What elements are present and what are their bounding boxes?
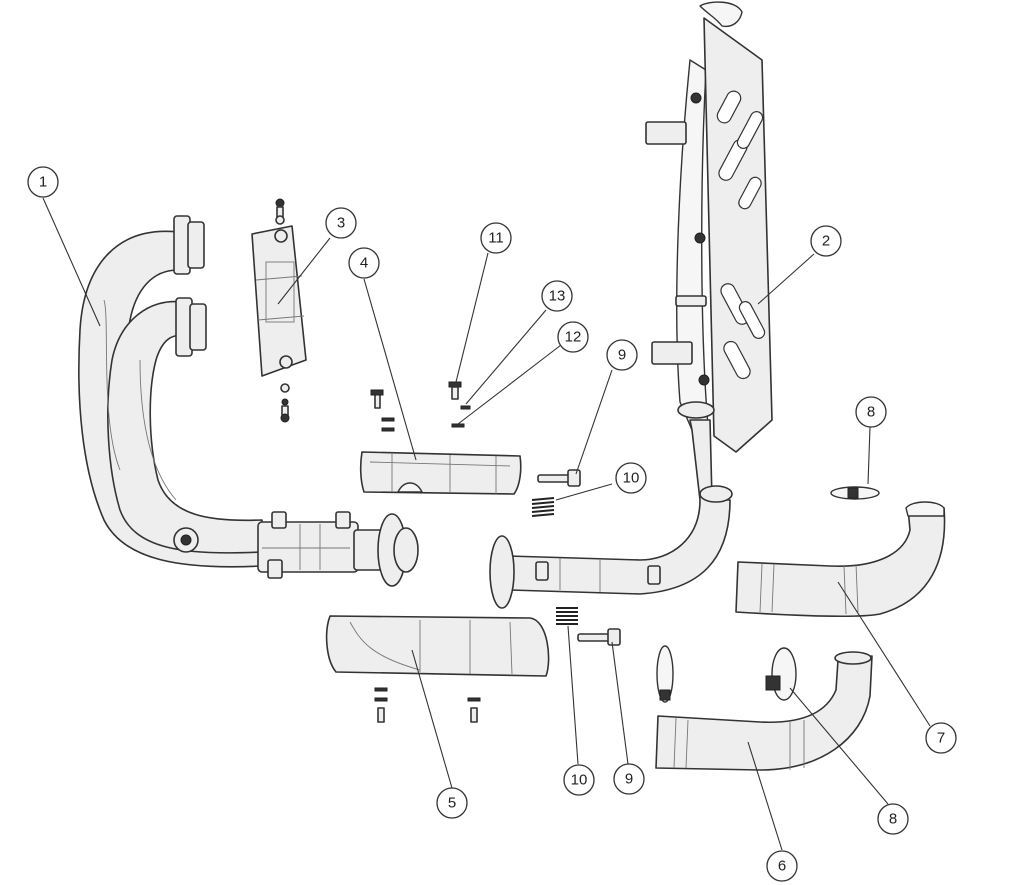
callout-4: 4 bbox=[348, 247, 380, 279]
part-clamp-right bbox=[765, 647, 797, 701]
svg-text:1: 1 bbox=[39, 174, 47, 191]
svg-text:9: 9 bbox=[618, 347, 626, 364]
svg-text:8: 8 bbox=[889, 811, 897, 828]
callout-3: 3 bbox=[325, 207, 357, 239]
svg-text:4: 4 bbox=[360, 255, 368, 272]
part-header-pipes bbox=[78, 215, 419, 587]
svg-text:9: 9 bbox=[625, 771, 633, 788]
callout-2: 2 bbox=[810, 225, 842, 257]
part-small-hardware bbox=[448, 381, 471, 428]
part-large-heat-shield bbox=[325, 615, 550, 723]
svg-text:3: 3 bbox=[337, 215, 345, 232]
callout-8-upper: 8 bbox=[855, 396, 887, 428]
part-small-heat-shield bbox=[359, 389, 522, 495]
svg-text:12: 12 bbox=[565, 329, 582, 346]
callout-9-lower: 9 bbox=[613, 763, 645, 795]
callout-6: 6 bbox=[766, 850, 798, 882]
part-link-pipe bbox=[489, 419, 733, 609]
part-bolt-upper bbox=[537, 469, 581, 487]
callout-9-upper: 9 bbox=[606, 339, 638, 371]
part-muffler bbox=[645, 1, 773, 453]
part-bolt-lower bbox=[577, 628, 621, 646]
leader-lines bbox=[42, 197, 931, 851]
callout-10-upper: 10 bbox=[615, 462, 647, 494]
callout-11: 11 bbox=[480, 222, 512, 254]
svg-text:2: 2 bbox=[822, 233, 830, 250]
callout-1: 1 bbox=[27, 166, 59, 198]
svg-text:8: 8 bbox=[867, 404, 875, 421]
part-lower-bent-pipe bbox=[655, 651, 873, 771]
callout-10-lower: 10 bbox=[563, 764, 595, 796]
part-clamp-left bbox=[656, 645, 674, 703]
part-header-heat-shield bbox=[251, 198, 307, 423]
callout-7: 7 bbox=[925, 722, 957, 754]
callout-12: 12 bbox=[557, 321, 589, 353]
part-clamp-upper bbox=[830, 486, 880, 500]
svg-text:13: 13 bbox=[549, 288, 566, 305]
svg-text:5: 5 bbox=[448, 795, 456, 812]
part-upper-bent-pipe bbox=[735, 501, 946, 617]
callout-5: 5 bbox=[436, 787, 468, 819]
svg-text:10: 10 bbox=[623, 470, 640, 487]
callout-8-lower: 8 bbox=[877, 803, 909, 835]
svg-text:11: 11 bbox=[488, 230, 504, 247]
part-spring-upper bbox=[531, 497, 555, 517]
svg-text:10: 10 bbox=[571, 772, 588, 789]
callout-13: 13 bbox=[541, 280, 573, 312]
svg-text:7: 7 bbox=[937, 730, 945, 747]
svg-text:6: 6 bbox=[778, 858, 786, 875]
part-spring-lower bbox=[556, 607, 578, 625]
